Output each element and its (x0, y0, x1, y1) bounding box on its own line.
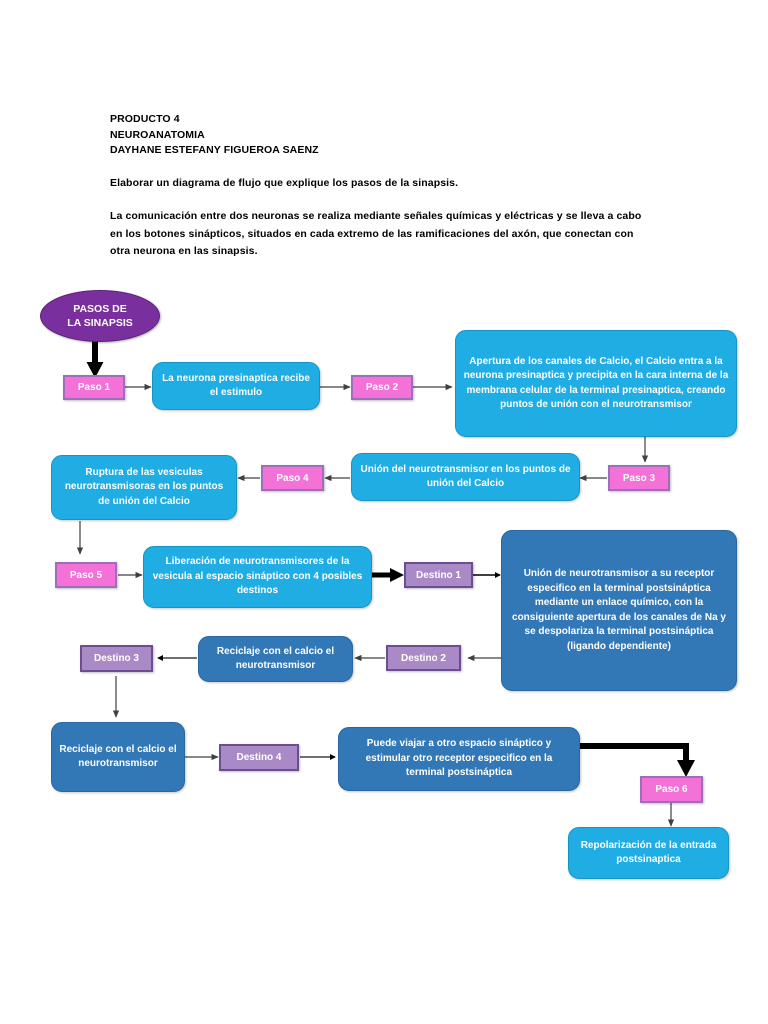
step-badge-paso5[interactable]: Paso 5 (55, 562, 117, 588)
step-badge-paso2[interactable]: Paso 2 (351, 375, 413, 400)
destination-badge-destino1-label: Destino 1 (415, 569, 461, 581)
process-repolarizacion-text: Repolarización de la entrada postsinapti… (580, 839, 717, 866)
intro-paragraph: La comunicación entre dos neuronas se re… (110, 210, 642, 257)
destination-badge-destino3[interactable]: Destino 3 (80, 645, 153, 672)
process-apertura-calcio[interactable]: Apertura de los canales de Calcio, el Ca… (455, 330, 737, 437)
document-header: PRODUCTO 4 NEUROANATOMIA DAYHANE ESTEFAN… (110, 112, 650, 261)
process-ruptura-vesiculas[interactable]: Ruptura de las vesiculas neurotransmisor… (51, 455, 237, 520)
step-badge-paso4[interactable]: Paso 4 (261, 465, 324, 491)
process-union-receptor-text: Unión de neurotransmisor a su receptor e… (512, 568, 726, 652)
process-liberacion[interactable]: Liberación de neurotransmisores de la ve… (143, 546, 372, 608)
process-reciclaje-1[interactable]: Reciclaje con el calcio el neurotransmis… (198, 636, 353, 682)
destination-badge-destino2[interactable]: Destino 2 (386, 645, 461, 671)
destination-badge-destino1[interactable]: Destino 1 (404, 562, 473, 588)
process-reciclaje-1-text: Reciclaje con el calcio el neurotransmis… (216, 645, 335, 672)
process-reciclaje-2-text: Reciclaje con el calcio el neurotransmis… (59, 743, 177, 770)
process-viajar-otro[interactable]: Puede viajar a otro espacio sináptico y … (338, 727, 580, 791)
process-ruptura-vesiculas-text: Ruptura de las vesiculas neurotransmisor… (64, 466, 224, 507)
process-repolarizacion[interactable]: Repolarización de la entrada postsinapti… (568, 827, 729, 879)
instruction-text: Elaborar un diagrama de flujo que expliq… (110, 176, 459, 189)
step-badge-paso3-label: Paso 3 (622, 472, 656, 484)
flow-start-label-line1: PASOS DE (73, 303, 127, 315)
process-reciclaje-2[interactable]: Reciclaje con el calcio el neurotransmis… (51, 722, 185, 792)
connector-liberacion-to-destino1 (372, 568, 404, 582)
process-estimulo[interactable]: La neurona presinaptica recibe el estimu… (152, 362, 320, 410)
header-line-subject: NEUROANATOMIA (110, 128, 205, 141)
header-line-producto: PRODUCTO 4 (110, 113, 180, 125)
process-union-calcio[interactable]: Unión del neurotransmisor en los puntos … (351, 453, 580, 501)
step-badge-paso1[interactable]: Paso 1 (63, 375, 125, 400)
step-badge-paso5-label: Paso 5 (69, 569, 103, 581)
process-liberacion-text: Liberación de neurotransmisores de la ve… (152, 556, 363, 597)
header-line-author: DAYHANE ESTEFANY FIGUEROA SAENZ (110, 144, 319, 156)
process-estimulo-text: La neurona presinaptica recibe el estimu… (162, 372, 310, 399)
process-apertura-calcio-text: Apertura de los canales de Calcio, el Ca… (463, 355, 729, 411)
flow-start-label-line2: LA SINAPSIS (67, 317, 133, 329)
header-spacer-2 (110, 192, 650, 208)
process-union-calcio-text: Unión del neurotransmisor en los puntos … (360, 463, 571, 490)
process-union-receptor[interactable]: Unión de neurotransmisor a su receptor e… (501, 530, 737, 691)
step-badge-paso6[interactable]: Paso 6 (640, 776, 703, 803)
destination-badge-destino3-label: Destino 3 (93, 653, 139, 664)
step-badge-paso6-label: Paso 6 (655, 784, 688, 795)
destination-badge-destino4-label: Destino 4 (236, 752, 282, 763)
header-spacer-1 (110, 159, 650, 175)
step-badge-paso1-label: Paso 1 (77, 382, 111, 393)
process-viajar-otro-text: Puede viajar a otro espacio sináptico y … (365, 738, 553, 779)
step-badge-paso2-label: Paso 2 (365, 382, 399, 393)
flow-start-terminator[interactable]: PASOS DE LA SINAPSIS (40, 290, 160, 342)
destination-badge-destino2-label: Destino 2 (400, 652, 446, 664)
step-badge-paso4-label: Paso 4 (276, 472, 309, 484)
step-badge-paso3[interactable]: Paso 3 (608, 465, 670, 491)
destination-badge-destino4[interactable]: Destino 4 (219, 744, 299, 771)
connector-viajar-to-paso6 (580, 743, 695, 777)
